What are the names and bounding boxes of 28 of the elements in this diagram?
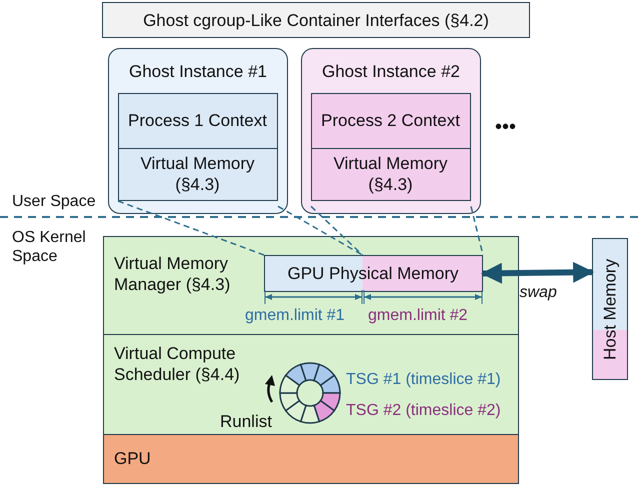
region-label: User Space	[12, 192, 96, 211]
interface-box: Ghost cgroup-Like Container Interfaces (§4.2)	[102, 2, 530, 38]
dashed-line	[117, 200, 364, 256]
gpu-band: GPU	[103, 434, 519, 484]
heading: Ghost Instance #2	[321, 61, 461, 82]
edge-label: swap	[520, 282, 557, 302]
instance-container	[108, 48, 288, 214]
limit-label: gmem.limit #2	[368, 306, 468, 325]
ellipsis: •••	[495, 118, 516, 137]
instance-container	[301, 48, 481, 214]
virtual-memory-box: Virtual Memory (§4.3)	[118, 148, 278, 200]
process-context-box: Process 1 Context	[118, 92, 278, 148]
dashed-line	[310, 206, 484, 256]
scheduler-band	[103, 334, 519, 435]
region-label: OS Kernel Space	[12, 228, 87, 266]
memory-manager-band	[103, 236, 519, 335]
arrow	[480, 262, 594, 284]
virtual-memory-box: Virtual Memory (§4.3)	[310, 148, 470, 200]
physical-memory-box: GPU Physical Memory	[264, 254, 482, 292]
limit-label: gmem.limit #1	[245, 306, 345, 325]
process-context-box: Process 2 Context	[310, 92, 470, 148]
heading: Ghost Instance #1	[128, 61, 268, 82]
legend-text: TSG #2 (timeslice #2)	[346, 401, 501, 420]
host-memory-box: Host Memory	[592, 238, 628, 380]
runlist-label: Runlist	[220, 412, 272, 431]
heading: Virtual Memory Manager (§4.3)	[114, 253, 232, 295]
heading: Virtual Compute Scheduler (§4.4)	[114, 343, 241, 385]
legend-text: TSG #1 (timeslice #1)	[346, 370, 501, 389]
